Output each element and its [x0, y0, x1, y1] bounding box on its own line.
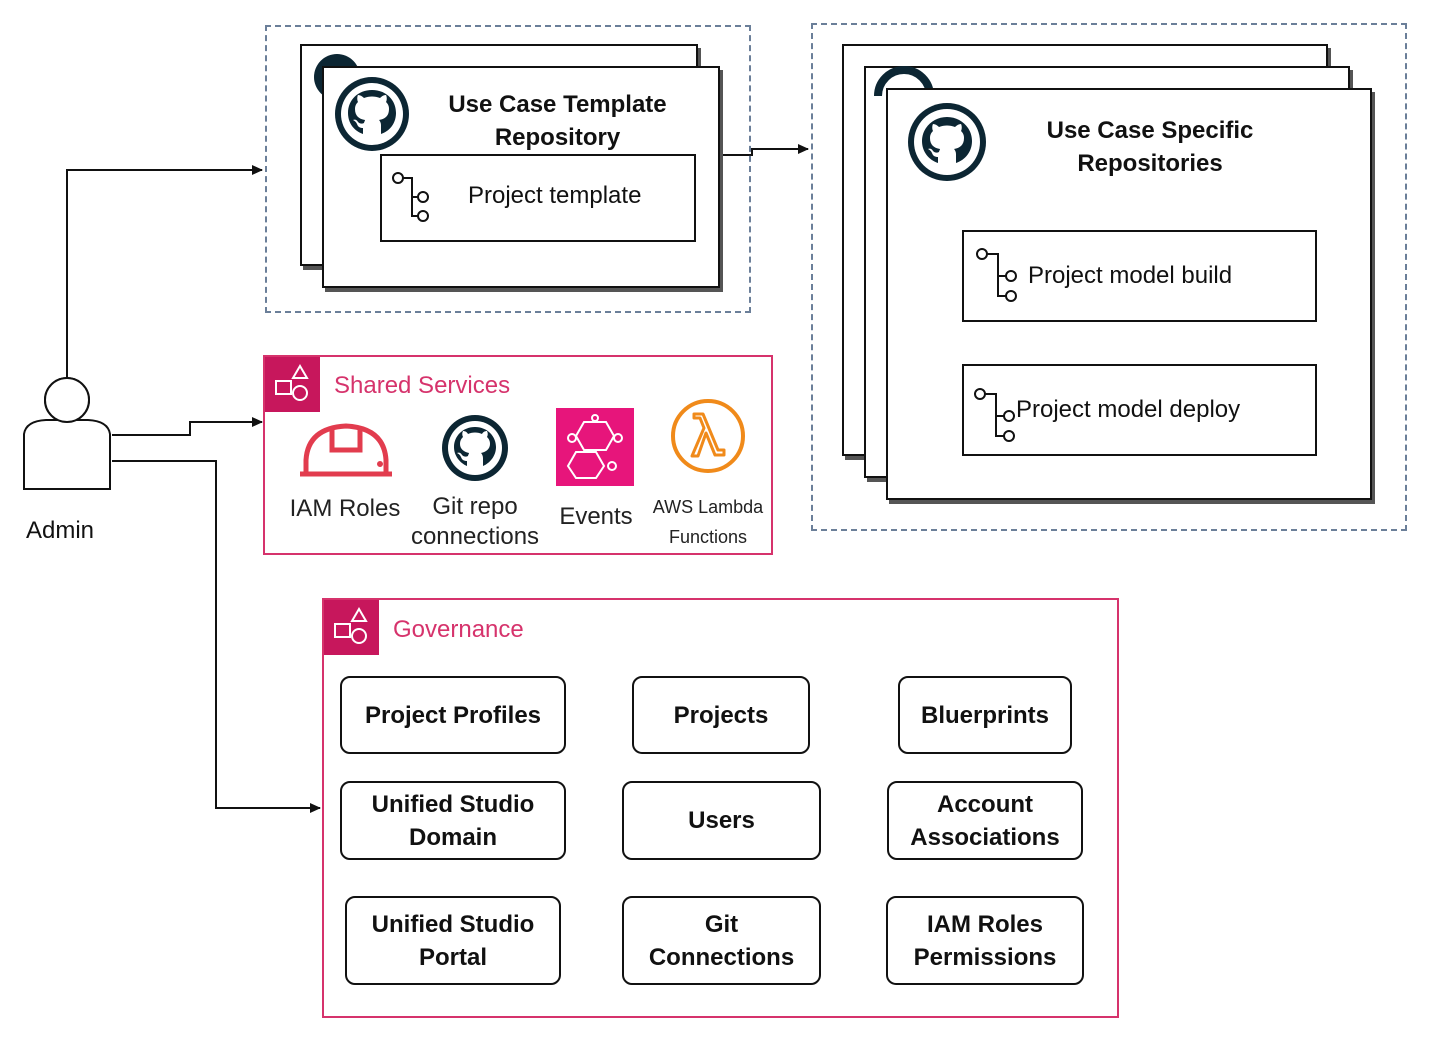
gov-project-profiles[interactable]: Project Profiles: [340, 676, 566, 754]
arrow-template-to-specific: [718, 144, 809, 156]
iam-roles-label: IAM Roles: [289, 495, 401, 522]
template-repo-title: Use Case Template Repository: [448, 91, 667, 151]
github-icon: [874, 66, 934, 97]
project-model-deploy-label: Project model deploy: [1016, 396, 1241, 423]
project-template-box[interactable]: Project template: [380, 154, 696, 242]
branch-icon: [392, 172, 429, 222]
admin-user-icon: [23, 377, 111, 490]
eventbridge-icon: [556, 408, 634, 486]
arrow-admin-to-shared: [112, 417, 263, 436]
governance-group: Governance: [322, 598, 1119, 1018]
shared-services-group: Shared Services: [263, 355, 773, 555]
lambda-icon: [671, 399, 745, 473]
aws-lambda-functions-label: AWS Lambda Functions: [652, 497, 764, 547]
governance-title: Governance: [393, 616, 524, 643]
gov-git-connections[interactable]: Git Connections: [622, 896, 821, 985]
gov-account-associations[interactable]: Account Associations: [887, 781, 1083, 860]
shared-services-title: Shared Services: [334, 372, 511, 399]
arrow-admin-to-governance: [112, 460, 321, 813]
template-repo-group: [265, 25, 751, 313]
helmet-icon: [300, 423, 392, 477]
github-icon: [335, 77, 409, 151]
gov-blueprints[interactable]: Bluerprints: [898, 676, 1072, 754]
gov-unified-studio-domain[interactable]: Unified Studio Domain: [340, 781, 566, 860]
gov-unified-studio-portal[interactable]: Unified Studio Portal: [345, 896, 561, 985]
project-model-build-label: Project model build: [1028, 262, 1233, 289]
project-model-deploy-box[interactable]: Project model deploy: [962, 364, 1317, 456]
specific-repos-group: [811, 23, 1407, 531]
gov-iam-roles-permissions[interactable]: IAM Roles Permissions: [886, 896, 1084, 985]
admin-label: Admin: [26, 517, 95, 544]
group-icon: [324, 600, 379, 655]
github-icon: [442, 415, 508, 481]
gov-users[interactable]: Users: [622, 781, 821, 860]
specific-repos-title: Use Case Specific Repositories: [1046, 117, 1254, 177]
project-template-label: Project template: [468, 182, 642, 209]
arrow-admin-to-template: [66, 165, 263, 378]
github-icon: [908, 103, 986, 181]
events-label: Events: [559, 503, 633, 530]
branch-icon: [974, 388, 1015, 442]
gov-projects[interactable]: Projects: [632, 676, 810, 754]
group-icon: [265, 357, 320, 412]
project-model-build-box[interactable]: Project model build: [962, 230, 1317, 322]
git-repo-connections-label: Git repo connections: [410, 493, 540, 550]
branch-icon: [976, 248, 1017, 302]
